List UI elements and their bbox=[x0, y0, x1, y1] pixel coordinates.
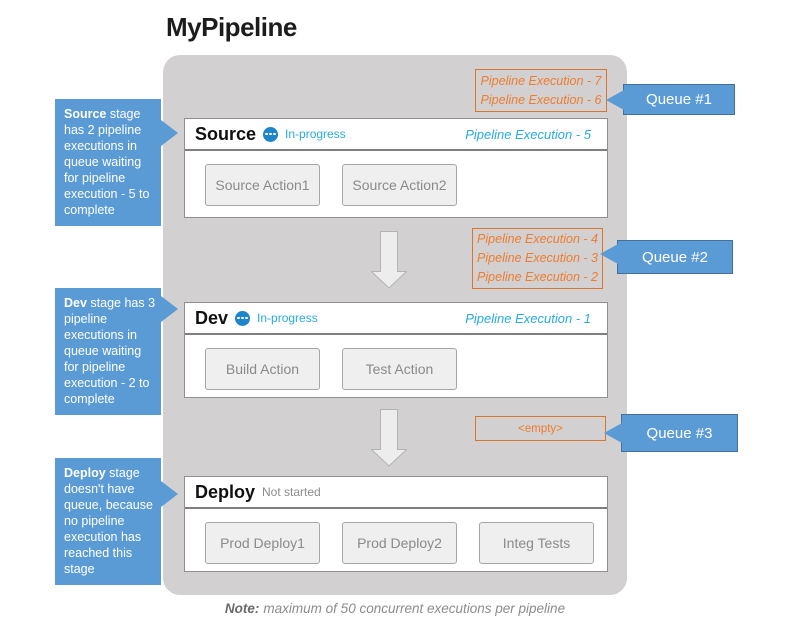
action-box: Source Action2 bbox=[342, 164, 457, 206]
stage-dev: Dev In-progress Pipeline Execution - 1 B… bbox=[184, 302, 608, 398]
down-arrow-icon bbox=[371, 231, 407, 289]
stage-name: Source bbox=[195, 123, 257, 144]
stage-actions: Build Action Test Action bbox=[185, 335, 607, 390]
stage-source: Source In-progress Pipeline Execution - … bbox=[184, 118, 608, 218]
diagram-title: MyPipeline bbox=[166, 12, 297, 42]
stage-status: In-progress bbox=[285, 127, 346, 141]
callout-pointer-icon bbox=[161, 481, 178, 507]
callout-deploy-queue: Deploy stage doesn't have queue, because… bbox=[55, 458, 178, 585]
callout-text: stage doesn't have queue, because no pip… bbox=[64, 466, 153, 576]
action-box: Prod Deploy1 bbox=[205, 522, 320, 564]
stage-name: Dev bbox=[195, 307, 229, 328]
queued-execution: Pipeline Execution - 3 bbox=[477, 251, 598, 265]
queue-label-text: Queue #3 bbox=[646, 424, 713, 442]
queue1-label: Queue #1 bbox=[606, 84, 735, 115]
callout-pointer-icon bbox=[161, 296, 178, 322]
callout-text: stage has 3 pipeline executions in queue… bbox=[64, 296, 156, 406]
queue2-label: Queue #2 bbox=[600, 240, 733, 274]
current-execution-label: Pipeline Execution - 5 bbox=[465, 126, 591, 142]
callout-bold-word: Dev bbox=[64, 296, 87, 310]
queue-label-text: Queue #2 bbox=[642, 248, 708, 266]
in-progress-icon bbox=[235, 310, 251, 326]
stage-actions: Prod Deploy1 Prod Deploy2 Integ Tests bbox=[185, 509, 607, 564]
queue-pointer-icon bbox=[600, 244, 618, 264]
footnote: Note:maximum of 50 concurrent executions… bbox=[163, 601, 627, 616]
footnote-label: Note: bbox=[224, 601, 260, 616]
callout-pointer-icon bbox=[161, 120, 178, 146]
callout-bold-word: Source bbox=[64, 107, 107, 121]
action-box: Test Action bbox=[342, 348, 457, 390]
queued-execution: Pipeline Execution - 4 bbox=[477, 232, 598, 246]
queue1-executions-box: Pipeline Execution - 7 Pipeline Executio… bbox=[475, 69, 607, 112]
in-progress-icon bbox=[263, 126, 279, 142]
stage-source-header: Source In-progress Pipeline Execution - … bbox=[185, 119, 607, 151]
callout-dev-queue: Dev stage has 3 pipeline executions in q… bbox=[55, 288, 178, 415]
action-box: Prod Deploy2 bbox=[342, 522, 457, 564]
queue-label-text: Queue #1 bbox=[646, 91, 712, 108]
callout-text: stage has 2 pipeline executions in queue… bbox=[64, 107, 150, 217]
queued-execution: <empty> bbox=[518, 422, 563, 435]
callout-bold-word: Deploy bbox=[64, 466, 106, 480]
queue2-executions-box: Pipeline Execution - 4 Pipeline Executio… bbox=[472, 228, 603, 289]
stage-deploy-header: Deploy Not started bbox=[185, 477, 607, 509]
action-box: Integ Tests bbox=[479, 522, 594, 564]
callout-source-queue: Source stage has 2 pipeline executions i… bbox=[55, 99, 178, 226]
stage-status: In-progress bbox=[257, 311, 318, 325]
queued-execution: Pipeline Execution - 7 bbox=[480, 73, 602, 88]
stage-dev-header: Dev In-progress Pipeline Execution - 1 bbox=[185, 303, 607, 335]
stage-status: Not started bbox=[262, 485, 321, 499]
footnote-text: maximum of 50 concurrent executions per … bbox=[263, 601, 566, 616]
queued-execution: Pipeline Execution - 2 bbox=[477, 270, 598, 284]
queue3-executions-box: <empty> bbox=[475, 416, 606, 441]
current-execution-label: Pipeline Execution - 1 bbox=[465, 310, 591, 326]
down-arrow-icon bbox=[371, 409, 407, 467]
queue-pointer-icon bbox=[606, 90, 624, 110]
stage-actions: Source Action1 Source Action2 bbox=[185, 151, 607, 206]
stage-deploy: Deploy Not started Prod Deploy1 Prod Dep… bbox=[184, 476, 608, 572]
action-box: Source Action1 bbox=[205, 164, 320, 206]
action-box: Build Action bbox=[205, 348, 320, 390]
stage-name: Deploy bbox=[195, 481, 256, 502]
queued-execution: Pipeline Execution - 6 bbox=[480, 92, 602, 107]
queue-pointer-icon bbox=[604, 423, 622, 443]
queue3-label: Queue #3 bbox=[604, 414, 738, 452]
